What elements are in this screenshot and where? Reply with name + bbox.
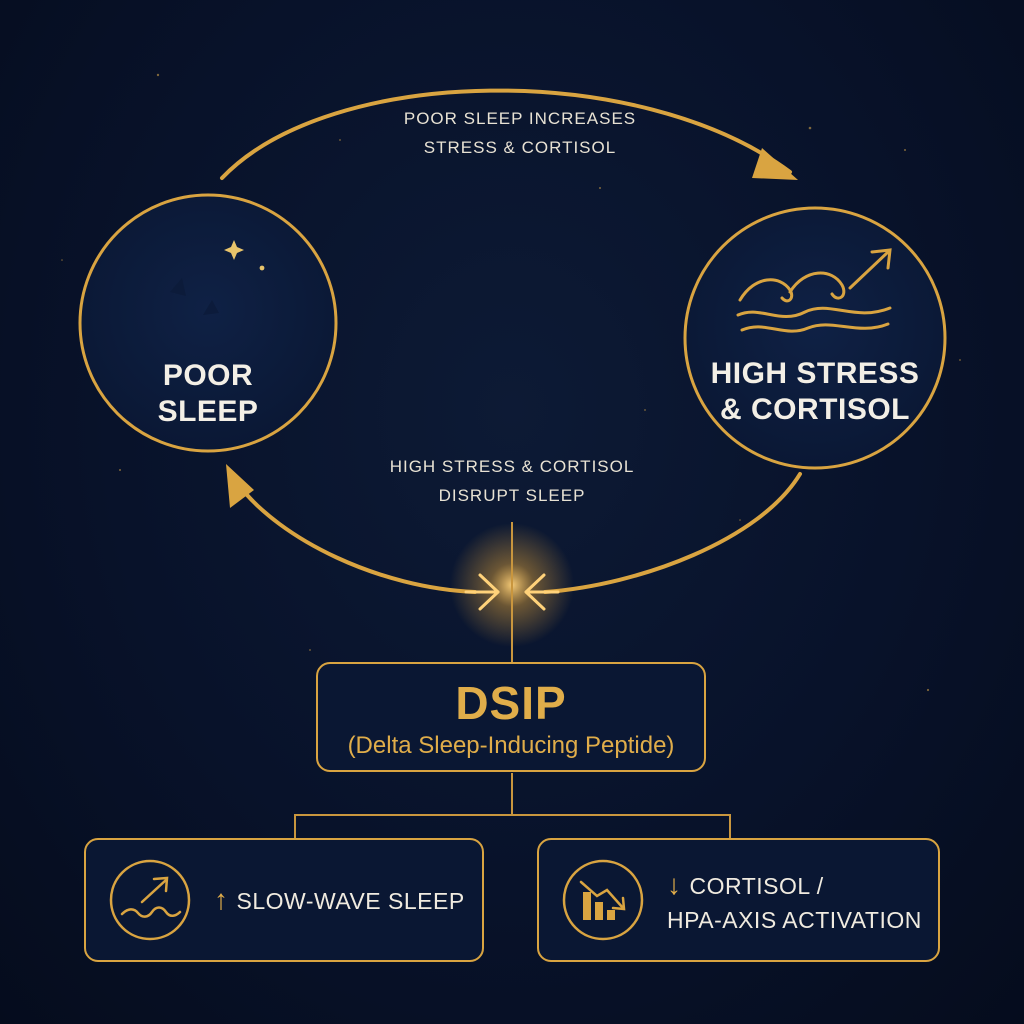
crescent-moon-icon (170, 230, 250, 326)
dsip-title: DSIP (455, 677, 567, 729)
cortisol-line1: CORTISOL / (689, 873, 824, 899)
poor-sleep-line1: POOR (162, 359, 254, 392)
branch-connector (294, 814, 731, 838)
top-edge-line2: STRESS & CORTISOL (423, 138, 617, 157)
slow-wave-icon (109, 859, 191, 941)
poor-sleep-circle (78, 193, 338, 453)
slow-wave-sleep-box: ↑ SLOW-WAVE SLEEP (84, 838, 484, 962)
decreasing-chart-icon (562, 859, 644, 941)
decrease-arrow-icon: ↓ (667, 869, 682, 900)
cortisol-text: ↓ CORTISOL / HPA-AXIS ACTIVATION (667, 868, 922, 937)
convergence-arrows-icon (464, 573, 560, 611)
top-cycle-arrow (220, 88, 792, 180)
background-stars (61, 73, 961, 692)
bottom-left-arc (236, 482, 477, 594)
slow-wave-text: ↑ SLOW-WAVE SLEEP (214, 883, 465, 918)
bottom-arrowhead-icon (226, 464, 254, 508)
bottom-right-arc (543, 472, 802, 594)
bottom-edge-line2: DISRUPT SLEEP (438, 486, 586, 505)
slow-wave-label: SLOW-WAVE SLEEP (236, 888, 465, 914)
cortisol-box: ↓ CORTISOL / HPA-AXIS ACTIVATION (537, 838, 940, 962)
poor-sleep-label: POOR SLEEP (108, 358, 308, 430)
high-stress-circle (683, 206, 947, 470)
bottom-edge-line1: HIGH STRESS & CORTISOL (389, 457, 635, 476)
cortisol-line2: HPA-AXIS ACTIVATION (667, 907, 922, 933)
increase-arrow-icon: ↑ (214, 884, 229, 915)
poor-sleep-line2: SLEEP (157, 395, 259, 428)
high-stress-line1: HIGH STRESS (710, 357, 920, 390)
high-stress-label: HIGH STRESS & CORTISOL (700, 356, 930, 428)
top-arrowhead-icon (752, 148, 798, 180)
sparkle-icon (224, 240, 265, 271)
top-edge-line1: POOR SLEEP INCREASES (403, 109, 637, 128)
dsip-box: DSIP (Delta Sleep-Inducing Peptide) (316, 662, 706, 772)
rising-waves-icon (736, 248, 892, 333)
dsip-subtitle: (Delta Sleep-Inducing Peptide) (347, 732, 675, 759)
bottom-edge-label: HIGH STRESS & CORTISOL DISRUPT SLEEP (352, 452, 672, 510)
high-stress-line2: & CORTISOL (720, 393, 910, 426)
top-edge-label: POOR SLEEP INCREASES STRESS & CORTISOL (360, 104, 680, 162)
